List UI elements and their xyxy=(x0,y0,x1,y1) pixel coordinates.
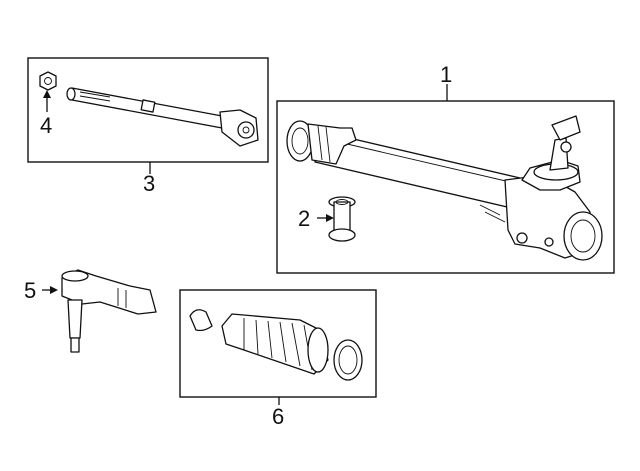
arrow-2 xyxy=(326,214,334,222)
callout-3: 3 xyxy=(143,171,155,196)
callout-4: 4 xyxy=(40,113,52,138)
outer-tie-rod-end xyxy=(61,269,157,353)
callout-6: 6 xyxy=(272,404,284,429)
boot-kit-box xyxy=(179,289,377,398)
mount-bushing xyxy=(328,196,356,242)
boot-kit xyxy=(189,309,363,381)
arrow-5 xyxy=(50,286,58,294)
callout-5: 5 xyxy=(24,278,36,303)
jam-nut xyxy=(39,71,57,91)
callout-1: 1 xyxy=(440,62,452,87)
steering-gear-box xyxy=(276,100,615,274)
inner-tie-rod-box xyxy=(27,57,269,163)
inner-tie-rod xyxy=(66,87,259,147)
steering-gear-assembly xyxy=(286,115,603,261)
callout-2: 2 xyxy=(298,206,310,231)
arrow-4 xyxy=(43,90,51,98)
